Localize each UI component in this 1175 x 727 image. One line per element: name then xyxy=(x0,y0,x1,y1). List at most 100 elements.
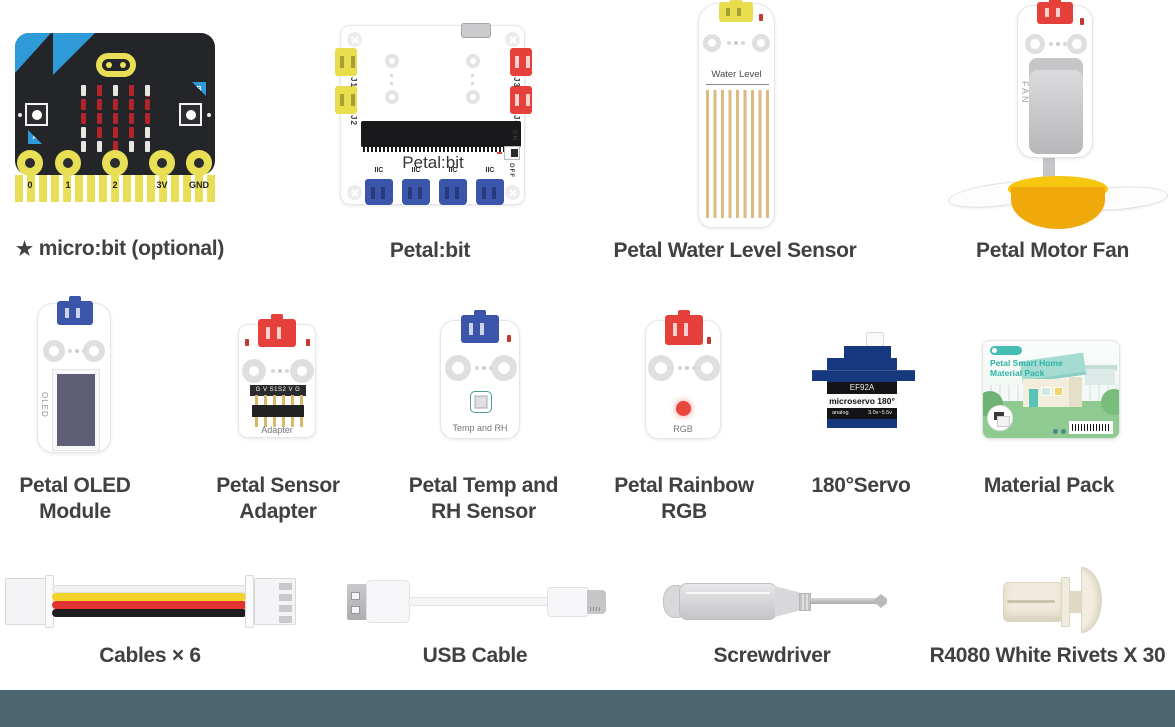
mount-ring xyxy=(694,355,720,381)
rgb-status-led xyxy=(707,337,711,344)
usb-a-hole xyxy=(351,592,360,600)
pin-header-block xyxy=(252,405,304,417)
switch-indicator xyxy=(497,152,502,154)
screwdriver-neck xyxy=(775,586,801,617)
iic-connector xyxy=(402,179,430,205)
label-water-sensor: Petal Water Level Sensor xyxy=(605,238,865,264)
microbit-button-b-label: B xyxy=(192,82,206,96)
cables-illustration xyxy=(5,574,297,630)
motor-fan-illustration: FAN xyxy=(1017,0,1093,158)
rgb-connector xyxy=(665,310,703,345)
pack-dots xyxy=(1053,429,1058,434)
label-text: Petal Water Level Sensor xyxy=(613,239,857,262)
cable-wire-yellow xyxy=(52,593,247,601)
water-sensor-illustration: Water Level xyxy=(698,0,775,228)
water-sensor-connector xyxy=(719,0,753,22)
microbit-led-matrix xyxy=(81,85,150,152)
microbit-led xyxy=(129,141,134,152)
divider-line xyxy=(706,84,769,85)
screw-hole-icon xyxy=(347,32,362,47)
label-text: micro:bit (optional) xyxy=(38,237,225,260)
temp-rh-led xyxy=(507,335,511,342)
temp-rh-board-text: Temp and RH xyxy=(452,423,508,433)
label-petalbit: Petal:bit xyxy=(330,238,530,264)
microbit-led xyxy=(113,141,118,152)
cable-pin xyxy=(279,594,292,601)
usb-a-hole xyxy=(351,606,360,614)
via-dots xyxy=(271,369,275,373)
port-label-j1: J1 xyxy=(349,77,358,88)
iic-label: IIC xyxy=(448,167,458,174)
mount-ring xyxy=(83,340,105,362)
microbit-button-dot xyxy=(18,113,22,117)
servo-illustration: EF92A microservo 180° analog 3.0v~5.5v xyxy=(812,332,915,428)
pack-barcode xyxy=(1069,421,1113,434)
rivet-illustration xyxy=(1003,567,1102,633)
cable-collar xyxy=(245,575,254,628)
pack-house-window xyxy=(1054,387,1063,396)
microbit-led xyxy=(145,127,150,138)
servo-specs: analog 3.0v~5.5v xyxy=(827,408,897,419)
petalbit-board-title: Petal:bit xyxy=(402,153,464,172)
iic-connector xyxy=(476,179,504,205)
adapter-pin-labels: G V S1S2 V G xyxy=(250,385,306,396)
microbit-corner-triangle xyxy=(53,33,95,75)
servo-mount-flange xyxy=(812,370,915,381)
screwdriver-phillips-tip xyxy=(875,594,887,608)
connector-j2 xyxy=(335,86,357,114)
sensor-adapter-illustration: G V S1S2 V G Adapter xyxy=(238,314,316,438)
footer-bar xyxy=(0,690,1175,727)
label-line: Module xyxy=(39,500,111,523)
elecrow-logo xyxy=(990,346,1022,355)
micro-usb-port xyxy=(461,23,491,38)
label-line: Petal Rainbow xyxy=(614,474,754,497)
microbit-pin-label-1: 1 xyxy=(65,180,71,190)
pack-inset-circle xyxy=(987,405,1013,431)
temp-rh-connector xyxy=(461,310,499,343)
iic-connector xyxy=(365,179,393,205)
petalbit-board-illustration: J1 J2 J3 J4 Petal:bit ON OFF IIC IIC IIC… xyxy=(335,23,532,205)
microbit-corner-triangle xyxy=(15,33,51,73)
fan-hub-dome xyxy=(1011,187,1105,229)
microbit-led xyxy=(97,85,102,96)
microbit-led xyxy=(145,113,150,124)
label-line: Petal Temp and xyxy=(408,474,559,497)
fan-led xyxy=(1080,18,1084,25)
label-line: RGB xyxy=(661,500,707,523)
mount-ring xyxy=(1025,34,1045,54)
mount-ring xyxy=(752,34,770,52)
label-line: Adapter xyxy=(239,500,317,523)
label-motor-fan: Petal Motor Fan xyxy=(945,238,1160,264)
usb-a-metal xyxy=(347,584,368,620)
pack-house-door xyxy=(1029,389,1038,407)
microbit-pin-ring xyxy=(149,150,175,176)
motor-shaft xyxy=(1043,156,1055,182)
microbit-led xyxy=(81,141,86,152)
pack-house-side xyxy=(1069,377,1082,407)
via-dots xyxy=(727,41,731,45)
microbit-pin-ring xyxy=(186,150,212,176)
mount-hole xyxy=(385,54,399,68)
usb-a-overmold xyxy=(366,580,410,623)
microbit-led xyxy=(113,113,118,124)
pack-background-house-roof xyxy=(1083,365,1117,371)
cable-wire-white xyxy=(52,585,247,593)
label-microbit: ★micro:bit (optional) xyxy=(0,236,240,263)
microbit-led xyxy=(145,99,150,110)
power-switch xyxy=(504,146,520,160)
microbit-pin-label-0: 0 xyxy=(27,180,33,190)
water-sensor-traces xyxy=(706,90,769,218)
label-text: Petal:bit xyxy=(389,239,471,262)
mount-ring xyxy=(290,359,314,383)
cable-pin xyxy=(279,583,292,590)
rgb-board-text: RGB xyxy=(673,424,693,434)
switch-off-label: OFF xyxy=(508,163,514,178)
pack-title-line: Petal Smart Home xyxy=(990,358,1063,368)
microbit-pin-label-gnd: GND xyxy=(189,180,209,190)
label-text: Petal Motor Fan xyxy=(975,239,1129,262)
label-sensor-adapter: Petal Sensor Adapter xyxy=(203,473,353,525)
oled-screen xyxy=(53,370,99,450)
servo-band-text: microservo 180° xyxy=(827,394,897,408)
mount-hole xyxy=(385,90,399,104)
